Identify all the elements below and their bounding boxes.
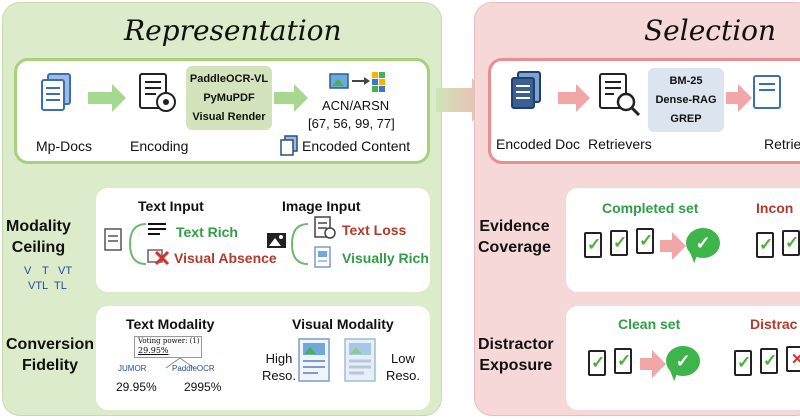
branch-brace [290, 223, 309, 265]
doc-snippet-line-2: 29.95% [138, 346, 169, 355]
flow-arrow [726, 84, 752, 112]
doc-check-icon: ✓ [760, 348, 778, 374]
low-resolution-doc-icon [344, 338, 376, 382]
encoded-content-label: Encoded Content [302, 138, 411, 154]
encoded-doc-label: Encoded Doc [496, 136, 581, 152]
ocr-b-value: 2995% [184, 380, 222, 394]
distractor-exposure-label: Distractor Exposure [478, 336, 554, 374]
text-modality-heading: Text Modality [126, 316, 215, 332]
cross-icon: ✕ [791, 351, 800, 368]
check-icon: ✓ [785, 233, 800, 252]
retrieved-doc-icon [753, 75, 781, 109]
retriever-search-icon [599, 73, 641, 117]
image-to-grid-icon [329, 72, 385, 92]
mp-docs-label: Mp-Docs [36, 138, 93, 154]
method-bm25: BM-25 [669, 75, 703, 87]
doc-snippet-box: Voting power: (1) 29.95% [134, 336, 202, 358]
text-input-heading: Text Input [138, 198, 204, 214]
flow-arrow [274, 84, 308, 112]
success-bubble-icon: ✓ [686, 228, 720, 258]
flow-arrow [640, 350, 666, 378]
text-loss-doc-icon [314, 216, 336, 239]
tool-visual-render: Visual Render [192, 111, 266, 123]
modality-vt: VT [58, 265, 73, 277]
completed-set-label: Completed set [602, 200, 699, 216]
method-dense-rag: Dense-RAG [655, 94, 717, 106]
doc-check-icon: ✓ [588, 350, 606, 376]
doc-snippet-line-1: Voting power: (1) [138, 337, 200, 345]
no-image-icon [147, 249, 170, 266]
visual-modality-heading: Visual Modality [292, 316, 394, 332]
modality-ceiling-label: Modality Ceiling [6, 218, 71, 256]
evidence-coverage-label: Evidence Coverage [478, 218, 551, 256]
check-icon: ✓ [591, 353, 606, 372]
text-file-icon [104, 228, 122, 251]
incomplete-set-label-cut: Incon [756, 200, 794, 216]
ocr-a-label: JUMOR [118, 364, 147, 373]
modality-tl: TL [54, 280, 67, 292]
doc-check-icon: ✓ [756, 232, 774, 258]
check-icon: ✓ [737, 353, 752, 372]
high-resolution-doc-icon [298, 338, 330, 382]
documents-icon [41, 73, 71, 111]
text-lines-icon [148, 223, 166, 235]
low-reso-label: Low Reso. [386, 351, 420, 383]
check-icon: ✓ [639, 231, 654, 250]
split-arrows [165, 357, 195, 369]
doc-check-icon: ✓ [734, 350, 752, 376]
high-reso-label: High Reso. [262, 351, 296, 383]
doc-check-icon: ✓ [614, 348, 632, 374]
method-grep: GREP [670, 113, 702, 125]
retrievers-label: Retrievers [588, 136, 652, 152]
flow-arrow [88, 84, 126, 112]
visual-absence-label: Visual Absence [174, 250, 277, 266]
check-icon: ✓ [613, 233, 628, 252]
visually-rich-label: Visually Rich [342, 250, 429, 266]
encoding-label: Encoding [130, 138, 189, 154]
modality-t: T [42, 265, 49, 277]
distractor-set-label-cut: Distrac [750, 316, 798, 332]
branch-brace [128, 223, 147, 265]
check-icon: ✓ [763, 351, 778, 370]
encoding-tools-box: PaddleOCR-VL PyMuPDF Visual Render [186, 66, 272, 130]
conversion-fidelity-label: Conversion Fidelity [6, 336, 95, 374]
doc-check-icon: ✓ [782, 230, 800, 256]
selection-title: Selection [644, 14, 777, 47]
visual-doc-icon [314, 246, 331, 268]
encoded-stack-icon [280, 135, 298, 156]
doc-check-icon: ✓ [636, 228, 654, 254]
doc-check-icon: ✓ [584, 232, 602, 258]
representation-title: Representation [124, 14, 342, 47]
text-rich-label: Text Rich [176, 224, 238, 240]
doc-check-icon: ✓ [610, 230, 628, 256]
check-icon: ✓ [587, 235, 602, 254]
encoded-doc-icon [511, 71, 541, 109]
retrieved-label-cut: Retrie [764, 136, 800, 152]
check-icon: ✓ [759, 235, 774, 254]
retriever-methods-box: BM-25 Dense-RAG GREP [648, 68, 724, 132]
ocr-b-label: PaddleOCR [172, 364, 215, 373]
clean-set-label: Clean set [618, 316, 681, 332]
modality-v: V [24, 265, 32, 277]
encoding-icon [139, 73, 176, 112]
flow-arrow [558, 84, 590, 112]
acn-label: ACN/ARSN [322, 98, 390, 113]
text-loss-label: Text Loss [342, 222, 407, 238]
ocr-a-value: 29.95% [116, 380, 157, 394]
image-icon [267, 233, 286, 248]
check-icon: ✓ [617, 351, 632, 370]
tool-paddleocr: PaddleOCR-VL [189, 73, 269, 85]
flow-arrow [660, 232, 686, 260]
modality-vtl: VTL [28, 280, 49, 292]
image-input-heading: Image Input [282, 198, 361, 214]
doc-cross-icon: ✕ [786, 346, 800, 372]
modality-ceiling-card [96, 188, 430, 292]
tool-pymupdf: PyMuPDF [203, 92, 255, 104]
acn-values: [67, 56, 99, 77] [308, 116, 395, 131]
success-bubble-icon: ✓ [666, 346, 700, 376]
